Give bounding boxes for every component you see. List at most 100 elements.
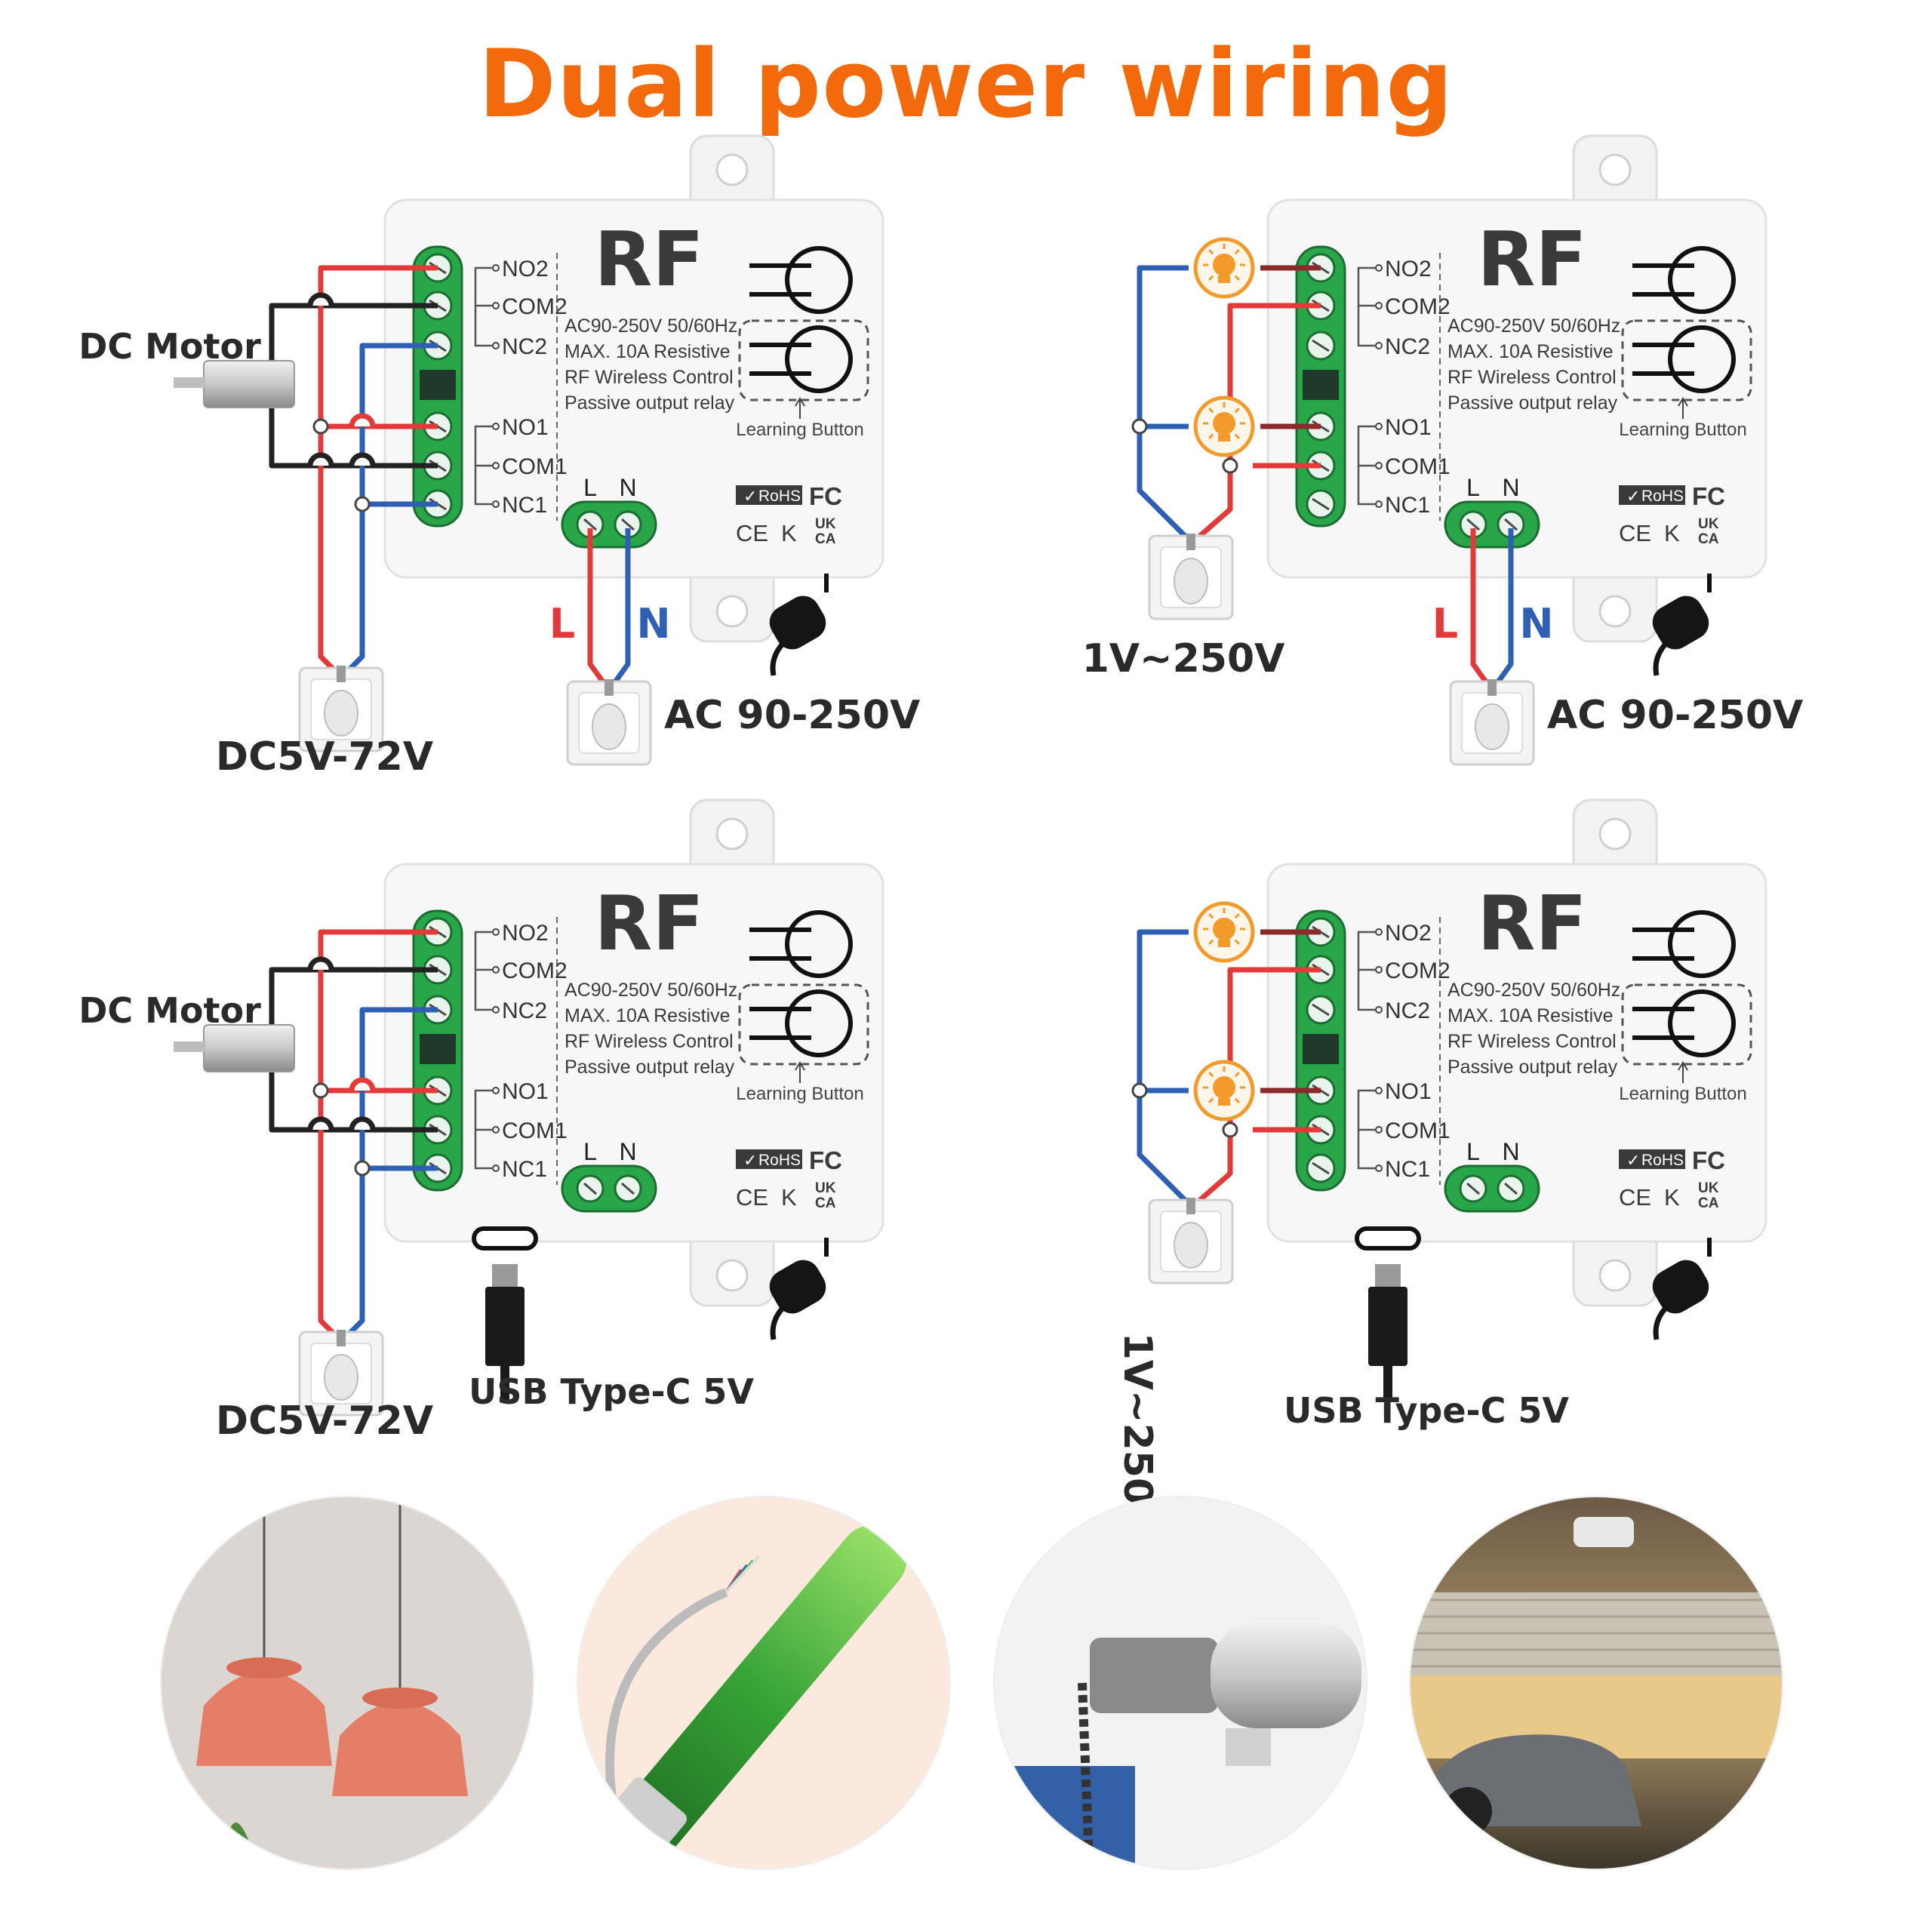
junction-dot bbox=[312, 418, 329, 435]
terminal-label-nc1: NC1 bbox=[1385, 1157, 1430, 1182]
load-label: DC Motor bbox=[78, 990, 261, 1031]
lamp-icon bbox=[1193, 901, 1255, 963]
junction-dot bbox=[1131, 1082, 1148, 1099]
spec-line: RF Wireless Control bbox=[1447, 367, 1617, 388]
application-roller-door-motor bbox=[993, 1496, 1367, 1870]
application-tubular-motor bbox=[577, 1496, 951, 1870]
learning-button-outline bbox=[738, 319, 869, 401]
wire-l bbox=[1470, 528, 1489, 685]
dc-supply-socket bbox=[298, 1330, 384, 1417]
learning-button-outline bbox=[738, 983, 869, 1066]
terminal-l-label: L bbox=[1466, 474, 1480, 501]
svg-text:CA: CA bbox=[815, 1195, 836, 1211]
terminal-screw bbox=[1306, 995, 1336, 1025]
wire-blue bbox=[1137, 265, 1189, 429]
learning-button-icon bbox=[1668, 989, 1736, 1057]
usb-c-connector-icon bbox=[472, 1226, 538, 1400]
cert-k: K bbox=[1664, 1184, 1680, 1211]
cert-ce: CE bbox=[736, 1184, 768, 1211]
learning-button-icon bbox=[1668, 325, 1736, 393]
wire-l-label: L bbox=[1432, 600, 1458, 648]
check-icon: ✓ bbox=[743, 1151, 757, 1170]
dc-supply-socket bbox=[298, 666, 384, 752]
terminal-screw bbox=[1306, 489, 1336, 519]
spec-line: Passive output relay bbox=[565, 1057, 735, 1078]
wire-n-label: N bbox=[636, 600, 670, 648]
roller-door-motor-icon bbox=[1090, 1638, 1218, 1713]
learning-button-icon bbox=[785, 989, 853, 1057]
terminal-screw bbox=[1306, 331, 1336, 361]
terminal-l-label: L bbox=[583, 474, 597, 501]
cert-rohs: RoHS bbox=[1641, 1152, 1684, 1169]
junction-dot bbox=[1131, 418, 1148, 435]
load-label: DC Motor bbox=[78, 326, 261, 367]
svg-text:CA: CA bbox=[815, 531, 836, 547]
terminal-label-no2: NO2 bbox=[502, 921, 549, 946]
ac-load-socket bbox=[1148, 1198, 1234, 1284]
dc-motor-icon bbox=[203, 1024, 295, 1072]
spec-line: MAX. 10A Resistive bbox=[565, 341, 731, 362]
terminal-label-nc1: NC1 bbox=[1385, 493, 1430, 518]
spec-line: AC90-250V 50/60Hz bbox=[1447, 315, 1620, 337]
cert-k: K bbox=[781, 520, 797, 546]
terminal-label-nc2: NC2 bbox=[1385, 998, 1430, 1023]
load-supply-label: 1V~250V bbox=[1082, 636, 1285, 681]
wire-n bbox=[1495, 528, 1514, 685]
button-icon bbox=[785, 246, 853, 314]
wire-blue bbox=[1137, 1091, 1187, 1202]
cert-rohs: RoHS bbox=[1641, 488, 1684, 505]
pendant-lamp-icon bbox=[196, 1672, 332, 1766]
junction-dot bbox=[354, 1160, 371, 1177]
brand-logo: RF bbox=[594, 215, 703, 303]
cert-fc: FC bbox=[809, 482, 842, 510]
terminal-label-nc2: NC2 bbox=[502, 998, 547, 1023]
junction-dot bbox=[312, 1082, 329, 1099]
lamp-icon bbox=[1193, 395, 1255, 457]
antenna-coil bbox=[1652, 1238, 1712, 1340]
brand-logo: RF bbox=[1477, 215, 1586, 303]
wire-blue bbox=[1137, 426, 1187, 538]
spec-line: AC90-250V 50/60Hz bbox=[1447, 980, 1620, 1001]
load-wiring: 1V~250V bbox=[1082, 237, 1321, 681]
cert-ukca: UK bbox=[815, 1180, 836, 1196]
svg-text:CA: CA bbox=[1698, 531, 1719, 547]
spec-line: AC90-250V 50/60Hz bbox=[565, 315, 737, 337]
terminal-label-no1: NO1 bbox=[502, 1079, 549, 1104]
cert-k: K bbox=[781, 1184, 797, 1211]
terminal-label-no1: NO1 bbox=[1385, 1079, 1432, 1104]
cert-ce: CE bbox=[1619, 1184, 1651, 1211]
terminal-label-no1: NO1 bbox=[1385, 415, 1432, 440]
lamp-icon bbox=[1193, 237, 1255, 299]
terminal-screw bbox=[1306, 1153, 1336, 1183]
dc-motor-icon bbox=[203, 360, 295, 408]
terminal-label-nc1: NC1 bbox=[502, 1157, 547, 1182]
ac-power-socket bbox=[566, 679, 652, 766]
spec-line: MAX. 10A Resistive bbox=[565, 1005, 731, 1026]
power-label: AC 90-250V bbox=[664, 693, 920, 738]
learning-button-icon bbox=[785, 325, 853, 393]
terminal-n-label: N bbox=[1502, 474, 1519, 501]
terminal-label-no2: NO2 bbox=[502, 257, 549, 281]
application-garage-door bbox=[1409, 1496, 1783, 1870]
terminal-label-no1: NO1 bbox=[502, 415, 549, 440]
check-icon: ✓ bbox=[743, 487, 757, 506]
spec-line: RF Wireless Control bbox=[565, 1031, 734, 1052]
terminal-n-label: N bbox=[619, 474, 636, 501]
button-icon bbox=[1668, 246, 1736, 314]
wire-l bbox=[587, 528, 606, 685]
wire-l-label: L bbox=[549, 600, 575, 648]
terminal-label-no2: NO2 bbox=[1385, 257, 1432, 281]
button-icon bbox=[785, 910, 853, 978]
terminal-l-label: L bbox=[583, 1138, 597, 1165]
wire-n bbox=[612, 528, 631, 685]
check-icon: ✓ bbox=[1626, 1151, 1640, 1170]
